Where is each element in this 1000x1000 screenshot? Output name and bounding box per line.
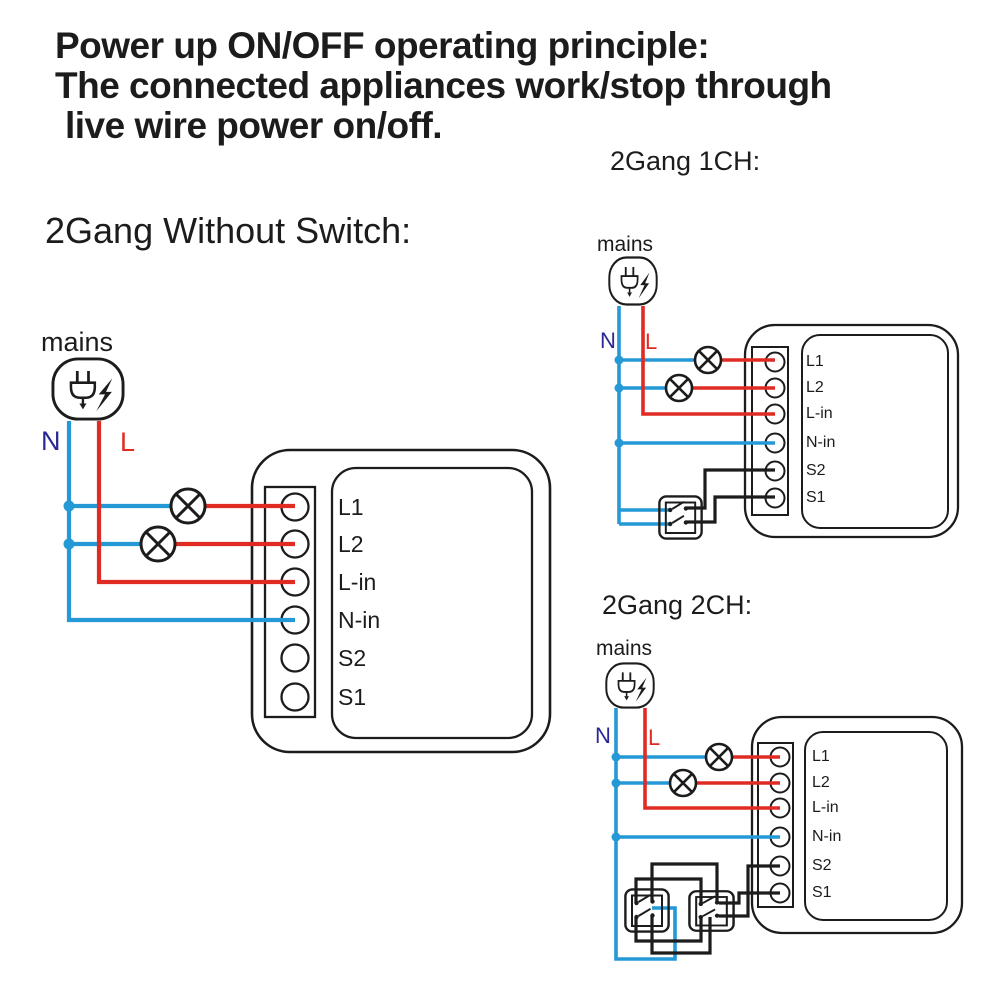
terminal-label-l-in: L-in: [812, 799, 839, 816]
junction-dot: [614, 383, 624, 393]
live-label: L: [648, 725, 661, 750]
neutral-wires: [614, 708, 780, 961]
live-label: L: [120, 427, 136, 457]
title-without-switch: 2Gang Without Switch:: [45, 210, 412, 251]
diagram-without-switch: [51, 357, 552, 754]
terminal-label-s1: S1: [338, 684, 367, 710]
mains-label: mains: [597, 233, 654, 256]
neutral-label: N: [600, 328, 616, 353]
lamp-icon: [139, 525, 177, 563]
page-heading: Power up ON/OFF operating principle: The…: [55, 26, 832, 146]
heading-line: Power up ON/OFF operating principle:: [55, 25, 710, 66]
junction-dot: [611, 832, 621, 842]
terminal-label-s2: S2: [812, 857, 832, 874]
mains-label: mains: [596, 637, 653, 660]
terminal-label-s1: S1: [812, 884, 832, 901]
junction-dot: [611, 752, 621, 762]
terminal-label-l2: L2: [812, 774, 830, 791]
neutral-label: N: [41, 426, 61, 456]
terminal-label-l-in: L-in: [806, 405, 833, 422]
terminal-label-l1: L1: [338, 494, 364, 520]
mains-plug-icon: [608, 256, 658, 306]
live-wires: [96, 421, 295, 585]
neutral-label: N: [595, 723, 611, 748]
terminal-label-l1: L1: [806, 353, 824, 370]
module-box: [743, 323, 960, 539]
lamp-icon: [693, 345, 723, 375]
title-1ch: 2Gang 1CH:: [610, 146, 761, 176]
terminal-label-n-in: N-in: [812, 828, 842, 845]
wall-switch-icon: [624, 888, 670, 933]
module-box: [750, 715, 964, 935]
live-wires: [641, 306, 775, 416]
diagram-1ch: [608, 256, 960, 540]
heading-line: live wire power on/off.: [65, 105, 443, 146]
heading-line: The connected appliances work/stop throu…: [55, 65, 832, 106]
wall-switch-icon: [658, 495, 703, 540]
terminal-label-l-in: L-in: [338, 569, 377, 595]
terminal-label-n-in: N-in: [806, 434, 836, 451]
terminal-label-l2: L2: [338, 531, 364, 557]
terminal-holes: [769, 746, 791, 904]
live-label: L: [645, 329, 658, 354]
junction-dot: [611, 778, 621, 788]
terminal-label-l2: L2: [806, 379, 824, 396]
terminal-label-s2: S2: [338, 645, 367, 671]
lamp-icon: [704, 742, 734, 772]
junction-dot: [63, 538, 75, 550]
junction-dot: [614, 355, 624, 365]
lamp-icon: [169, 487, 207, 525]
live-wires: [643, 708, 780, 810]
terminal-holes: [280, 492, 310, 712]
junction-dot: [63, 500, 75, 512]
neutral-wires: [617, 306, 775, 526]
mains-plug-icon: [51, 357, 125, 421]
terminal-holes: [764, 351, 786, 509]
terminal-label-n-in: N-in: [338, 607, 381, 633]
wall-switch-icon: [688, 890, 735, 932]
module-box: [250, 448, 552, 754]
mains-plug-icon: [605, 662, 655, 709]
lamp-icon: [664, 373, 694, 403]
terminal-label-s2: S2: [806, 462, 826, 479]
terminal-label-s1: S1: [806, 489, 826, 506]
terminal-label-l1: L1: [812, 748, 830, 765]
junction-dot: [614, 438, 624, 448]
diagram-2ch: [605, 662, 964, 961]
mains-label: mains: [41, 327, 114, 357]
lamp-icon: [668, 768, 698, 798]
neutral-wires: [66, 421, 295, 623]
title-2ch: 2Gang 2CH:: [602, 590, 753, 620]
